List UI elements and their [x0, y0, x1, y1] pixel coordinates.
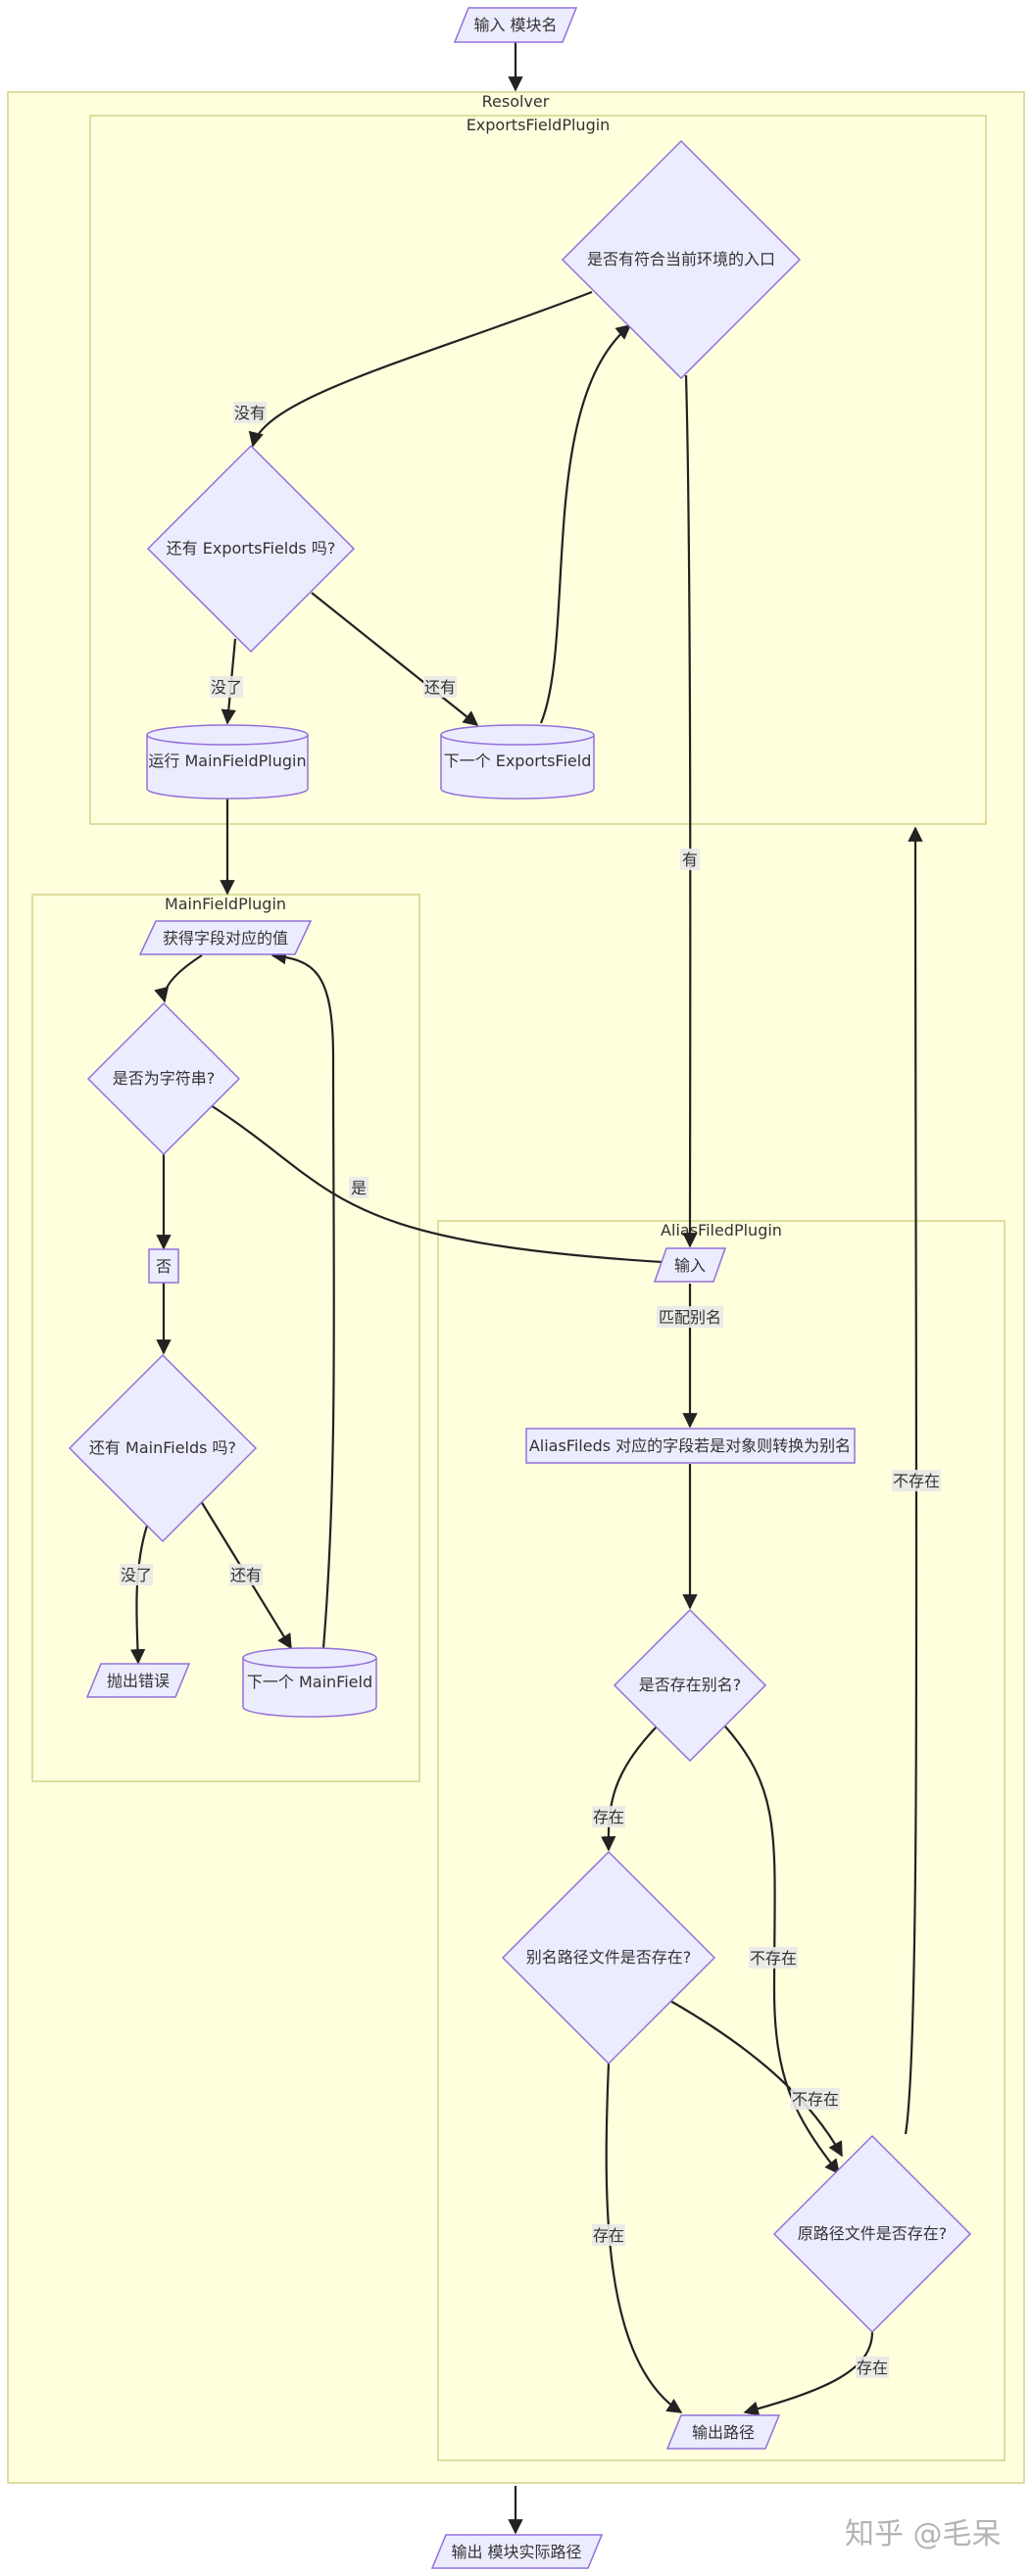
svg-text:是否有符合当前环境的入口: 是否有符合当前环境的入口 — [587, 250, 775, 268]
node-is-string: 是否为字符串? — [86, 1001, 241, 1156]
node-alias-input: 输入 — [653, 1247, 727, 1283]
edge-label-exists-1: 存在 — [592, 1806, 625, 1827]
edge-alias-file-not-exists — [669, 2000, 843, 2158]
svg-text:不存在: 不存在 — [750, 1949, 797, 1968]
edge-entry-has — [682, 374, 698, 1248]
edge-orig-file-exists — [743, 2331, 874, 2416]
node-more-exports-fields: 还有 ExportsFields 吗? — [146, 444, 356, 654]
edge-get-value-to-is-string — [154, 954, 203, 1003]
node-alias-exists: 是否存在别名? — [613, 1608, 767, 1763]
svg-text:抛出错误: 抛出错误 — [107, 1672, 170, 1690]
edge-exports-still-has — [311, 592, 479, 726]
watermark: 知乎 @毛呆 — [845, 2517, 1002, 2552]
svg-text:不存在: 不存在 — [893, 1472, 940, 1490]
node-next-exports-field: 下一个 ExportsField — [440, 724, 595, 800]
node-output-final: 输出 模块实际路径 — [430, 2534, 604, 2569]
svg-text:是否存在别名?: 是否存在别名? — [639, 1676, 742, 1694]
svg-text:获得字段对应的值: 获得字段对应的值 — [163, 929, 288, 948]
svg-text:有: 有 — [682, 851, 698, 869]
edge-entry-none — [248, 290, 593, 448]
edge-label-not-exists-1: 不存在 — [749, 1947, 798, 1968]
cluster-alias-label: AliasFiledPlugin — [661, 1221, 782, 1239]
edge-label-exists-3: 存在 — [856, 2357, 889, 2378]
node-orig-file-exists: 原路径文件是否存在? — [772, 2134, 972, 2334]
edge-is-string-yes — [210, 1104, 680, 1270]
edge-alias-exists-yes — [601, 1725, 658, 1852]
node-no-box: 否 — [148, 1248, 179, 1284]
edge-label-none: 没有 — [233, 402, 267, 423]
svg-text:AliasFileds 对应的字段若是对象则转换为别名: AliasFileds 对应的字段若是对象则转换为别名 — [529, 1436, 851, 1455]
cluster-resolver-label: Resolver — [482, 92, 550, 111]
edge-label-ran-out-1: 没了 — [210, 676, 243, 698]
svg-text:存在: 存在 — [593, 1808, 624, 1826]
svg-text:不存在: 不存在 — [792, 2090, 839, 2109]
svg-text:运行 MainFieldPlugin: 运行 MainFieldPlugin — [148, 752, 306, 770]
edge-label-still-has-1: 还有 — [423, 676, 457, 698]
node-has-env-entry: 是否有符合当前环境的入口 — [561, 139, 802, 380]
svg-text:还有 MainFields 吗?: 还有 MainFields 吗? — [89, 1438, 236, 1457]
edge-labels: 没有 没了 还有 有 是 匹配别名 没了 还有 — [120, 402, 941, 2378]
edge-label-still-has-2: 还有 — [229, 1564, 263, 1585]
svg-text:下一个 MainField: 下一个 MainField — [247, 1673, 372, 1691]
node-alias-convert: AliasFileds 对应的字段若是对象则转换为别名 — [525, 1428, 856, 1464]
svg-text:下一个 ExportsField: 下一个 ExportsField — [444, 752, 592, 770]
svg-text:是: 是 — [351, 1179, 367, 1197]
edge-alias-file-exists — [605, 2063, 683, 2413]
node-throw-error: 抛出错误 — [85, 1663, 191, 1698]
edge-mainfields-ran-out — [129, 1525, 149, 1665]
edge-alias-exists-no — [724, 1725, 840, 2175]
edge-next-mainfield-back — [270, 948, 335, 1649]
svg-text:存在: 存在 — [593, 2226, 624, 2245]
svg-text:别名路径文件是否存在?: 别名路径文件是否存在? — [526, 1948, 692, 1967]
svg-text:还有: 还有 — [230, 1566, 262, 1584]
cluster-mainfield-label: MainFieldPlugin — [165, 895, 286, 913]
edge-label-not-exists-2: 不存在 — [791, 2088, 840, 2110]
svg-text:否: 否 — [156, 1257, 172, 1276]
node-more-mainfields: 还有 MainFields 吗? — [68, 1353, 258, 1543]
node-input-module-name: 输入 模块名 — [453, 7, 578, 43]
svg-text:是否为字符串?: 是否为字符串? — [113, 1069, 216, 1088]
edge-next-exports-back — [539, 324, 632, 724]
svg-text:输出 模块实际路径: 输出 模块实际路径 — [451, 2543, 581, 2561]
svg-text:还有: 还有 — [424, 678, 456, 697]
edge-label-yes: 是 — [349, 1177, 369, 1198]
svg-text:存在: 存在 — [857, 2358, 888, 2377]
node-next-mainfield: 下一个 MainField — [242, 1647, 377, 1718]
svg-text:输入: 输入 — [674, 1256, 706, 1275]
edge-label-not-exists-3: 不存在 — [892, 1470, 941, 1491]
svg-text:输入 模块名: 输入 模块名 — [473, 16, 557, 34]
node-alias-file-exists: 别名路径文件是否存在? — [501, 1850, 716, 2066]
edge-label-ran-out-2: 没了 — [120, 1564, 153, 1585]
cluster-exports-field-plugin: ExportsFieldPlugin — [89, 115, 987, 825]
svg-text:输出路径: 输出路径 — [692, 2423, 755, 2442]
svg-text:原路径文件是否存在?: 原路径文件是否存在? — [798, 2224, 948, 2243]
node-run-mainfield-plugin: 运行 MainFieldPlugin — [146, 724, 309, 800]
svg-text:没了: 没了 — [121, 1566, 152, 1584]
cluster-exports-label: ExportsFieldPlugin — [467, 116, 611, 134]
svg-text:没了: 没了 — [211, 678, 242, 697]
cluster-main-field-plugin: MainFieldPlugin — [31, 894, 420, 1782]
edge-label-exists-2: 存在 — [592, 2224, 625, 2246]
edge-label-match-alias: 匹配别名 — [657, 1306, 723, 1328]
svg-text:没有: 没有 — [234, 404, 266, 422]
node-output-path: 输出路径 — [665, 2414, 781, 2450]
svg-text:还有 ExportsFields 吗?: 还有 ExportsFields 吗? — [167, 539, 336, 558]
node-get-field-value: 获得字段对应的值 — [138, 920, 313, 955]
edge-orig-file-not-exists — [904, 826, 923, 2135]
edge-label-has: 有 — [680, 849, 700, 870]
svg-text:匹配别名: 匹配别名 — [659, 1308, 721, 1327]
